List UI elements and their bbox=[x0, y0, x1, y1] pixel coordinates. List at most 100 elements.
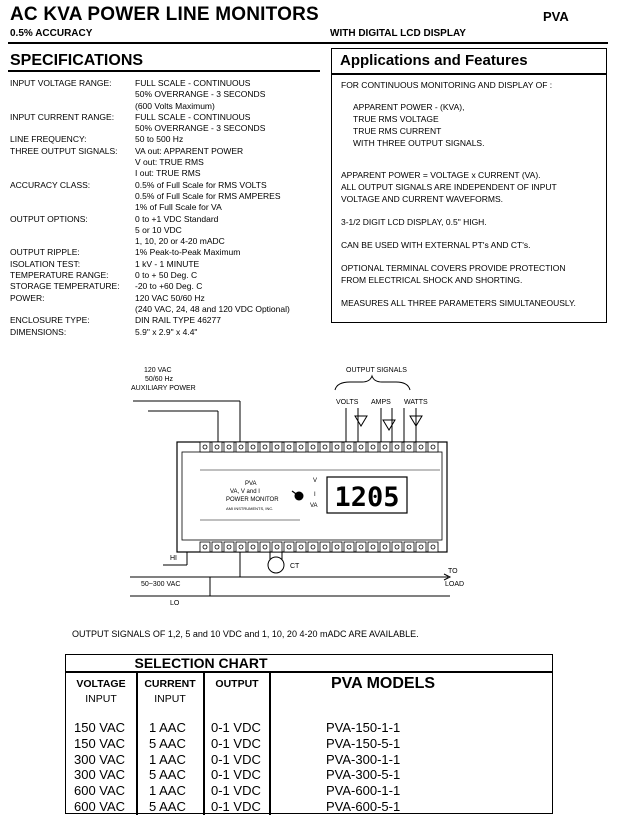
bottom-terminal-screw-icon bbox=[370, 544, 376, 550]
top-terminal-screw-icon bbox=[406, 444, 412, 450]
wiring-diagram: 120 VAC 50/60 Hz AUXILIARY POWER OUTPUT … bbox=[130, 367, 464, 607]
bottom-terminal-screw-icon bbox=[202, 544, 208, 550]
spec-row: TEMPERATURE RANGE: 0 to + 50 Deg. C bbox=[10, 270, 335, 281]
spec-value: 50% OVERRANGE - 3 SECONDS bbox=[135, 89, 266, 100]
bottom-terminal-screw-icon bbox=[394, 544, 400, 550]
column-header-voltage: VOLTAGE INPUT bbox=[66, 677, 136, 707]
bottom-terminal-screw-icon bbox=[286, 544, 292, 550]
chart-cell-output: 0-1 VDC bbox=[211, 799, 261, 814]
aux-power-label: 50/60 Hz bbox=[145, 376, 174, 383]
chart-cell-model: PVA-300-1-1 bbox=[326, 751, 401, 767]
bottom-terminal-screw-icon bbox=[382, 544, 388, 550]
top-terminal-screw-icon bbox=[394, 444, 400, 450]
spec-value: 0.5% of Full Scale for RMS AMPERES bbox=[135, 190, 281, 201]
page-title: AC KVA POWER LINE MONITORS bbox=[10, 4, 319, 25]
selection-chart-rule bbox=[66, 671, 552, 673]
chart-cell-voltage: 300 VAC bbox=[74, 751, 126, 767]
spec-label: ENCLOSURE TYPE: bbox=[10, 315, 90, 326]
hi-label: HI bbox=[170, 555, 177, 562]
display-subtitle: WITH DIGITAL LCD DISPLAY bbox=[330, 28, 466, 39]
bottom-terminal-screw-icon bbox=[322, 544, 328, 550]
bottom-terminal-screw-icon bbox=[346, 544, 352, 550]
spec-value: FULL SCALE - CONTINUOUS bbox=[135, 78, 251, 88]
to-load-label: LOAD bbox=[445, 581, 464, 588]
spec-row: POWER:120 VAC 50/60 Hz bbox=[10, 293, 335, 304]
spec-row: (600 Volts Maximum) bbox=[10, 101, 335, 112]
chart-cell-current: 1 AAC bbox=[149, 751, 186, 767]
top-terminal-screw-icon bbox=[322, 444, 328, 450]
lcd-display bbox=[326, 476, 408, 514]
application-item: WITH THREE OUTPUT SIGNALS. bbox=[353, 138, 485, 148]
aux-power-label: 120 VAC bbox=[144, 367, 172, 374]
spec-value: 1% of Full Scale for VA bbox=[135, 202, 222, 213]
column-header-models: PVA MODELS bbox=[331, 675, 436, 692]
chart-cell-voltage: 300 VAC bbox=[74, 767, 126, 783]
spec-row: 50% OVERRANGE - 3 SECONDS bbox=[10, 89, 335, 100]
top-terminal-screw-icon bbox=[262, 444, 268, 450]
spec-label bbox=[10, 225, 135, 236]
bottom-terminal-screw-icon bbox=[262, 544, 268, 550]
column-header-text: CURRENT bbox=[144, 678, 196, 690]
feature-covers-2: FROM ELECTRICAL SHOCK AND SHORTING. bbox=[341, 275, 523, 285]
spec-row: (240 VAC, 24, 48 and 120 VDC Optional) bbox=[10, 304, 335, 315]
chart-cell-current: 1 AAC bbox=[149, 720, 186, 735]
spec-row: ACCURACY CLASS:0.5% of Full Scale for RM… bbox=[10, 180, 335, 191]
column-divider bbox=[269, 671, 271, 815]
applications-intro: FOR CONTINUOUS MONITORING AND DISPLAY OF… bbox=[341, 80, 553, 90]
spec-label bbox=[10, 89, 135, 100]
spec-value: 0 to +1 VDC Standard bbox=[135, 213, 219, 224]
selection-chart-title: SELECTION CHART bbox=[134, 655, 268, 671]
lo-label: LO bbox=[170, 600, 180, 607]
chart-cell-output: 0-1 VDC bbox=[211, 720, 261, 735]
spec-label: TEMPERATURE RANGE: bbox=[10, 270, 109, 281]
column-header-output: OUTPUT bbox=[215, 678, 259, 690]
bottom-terminal-screw-icon bbox=[226, 544, 232, 550]
spec-value: 0.5% of Full Scale for RMS VOLTS bbox=[135, 179, 267, 190]
spec-row: INPUT CURRENT RANGE:FULL SCALE - CONTINU… bbox=[10, 112, 335, 123]
spec-label bbox=[10, 304, 135, 315]
ct-label: CT bbox=[290, 563, 300, 570]
spec-value: 120 VAC 50/60 Hz bbox=[135, 292, 205, 303]
output-signals-label: OUTPUT SIGNALS bbox=[346, 367, 407, 374]
application-item: TRUE RMS CURRENT bbox=[353, 126, 442, 136]
chart-cell-output: 0-1 VDC bbox=[211, 783, 261, 799]
lcd-value: 1205 bbox=[334, 482, 399, 513]
application-item: APPARENT POWER - (KVA), bbox=[353, 102, 465, 112]
spec-label bbox=[10, 123, 135, 134]
column-header-current: CURRENT INPUT bbox=[137, 677, 203, 707]
bottom-terminal-screw-icon bbox=[310, 544, 316, 550]
watts-label: WATTS bbox=[404, 399, 428, 406]
model-code: PVA bbox=[543, 9, 569, 24]
column-header-text: VOLTAGE bbox=[76, 678, 126, 690]
spec-label: LINE FREQUENCY: bbox=[10, 134, 87, 145]
chart-cell-output: 0-1 VDC bbox=[211, 751, 261, 767]
volts-label: VOLTS bbox=[336, 399, 359, 406]
top-terminal-screw-icon bbox=[274, 444, 280, 450]
spec-row: 50% OVERRANGE - 3 SECONDS bbox=[10, 123, 335, 134]
accuracy-subtitle: 0.5% ACCURACY bbox=[10, 28, 93, 39]
applications-heading: Applications and Features bbox=[340, 52, 528, 69]
spec-value: FULL SCALE - CONTINUOUS bbox=[135, 111, 251, 122]
applications-box: Applications and Features FOR CONTINUOUS… bbox=[331, 48, 607, 323]
chart-cell-output: 0-1 VDC bbox=[211, 735, 261, 751]
device-label: AMI INSTRUMENTS, INC. bbox=[226, 506, 273, 511]
spec-value: (240 VAC, 24, 48 and 120 VDC Optional) bbox=[135, 303, 290, 314]
spec-label: DIMENSIONS: bbox=[10, 326, 67, 337]
bottom-terminal-screw-icon bbox=[238, 544, 244, 550]
column-header-text: INPUT bbox=[85, 693, 117, 705]
aux-power-label: AUXILIARY POWER bbox=[131, 385, 196, 392]
spec-row: ENCLOSURE TYPE:DIN RAIL TYPE 46277 bbox=[10, 315, 335, 326]
spec-value: 50% OVERRANGE - 3 SECONDS bbox=[135, 123, 266, 134]
bottom-terminal-screw-icon bbox=[214, 544, 220, 550]
chart-cell-current: 5 AAC bbox=[149, 799, 186, 814]
spec-label bbox=[10, 168, 135, 179]
spec-row: I out: TRUE RMS bbox=[10, 168, 335, 179]
spec-value: 5.9" x 2.9" x 4.4" bbox=[135, 326, 198, 337]
spec-value: -20 to +60 Deg. C bbox=[135, 281, 203, 292]
spec-value: 50 to 500 Hz bbox=[135, 134, 184, 145]
spec-value: 0 to + 50 Deg. C bbox=[135, 270, 198, 281]
feature-lcd: 3-1/2 DIGIT LCD DISPLAY, 0.5" HIGH. bbox=[341, 217, 487, 227]
selection-chart: SELECTION CHART VOLTAGE INPUT CURRENT IN… bbox=[65, 654, 553, 815]
spec-value: 1 kV - 1 MINUTE bbox=[135, 258, 200, 269]
chart-cell-model: PVA-300-5-1 bbox=[326, 767, 401, 783]
